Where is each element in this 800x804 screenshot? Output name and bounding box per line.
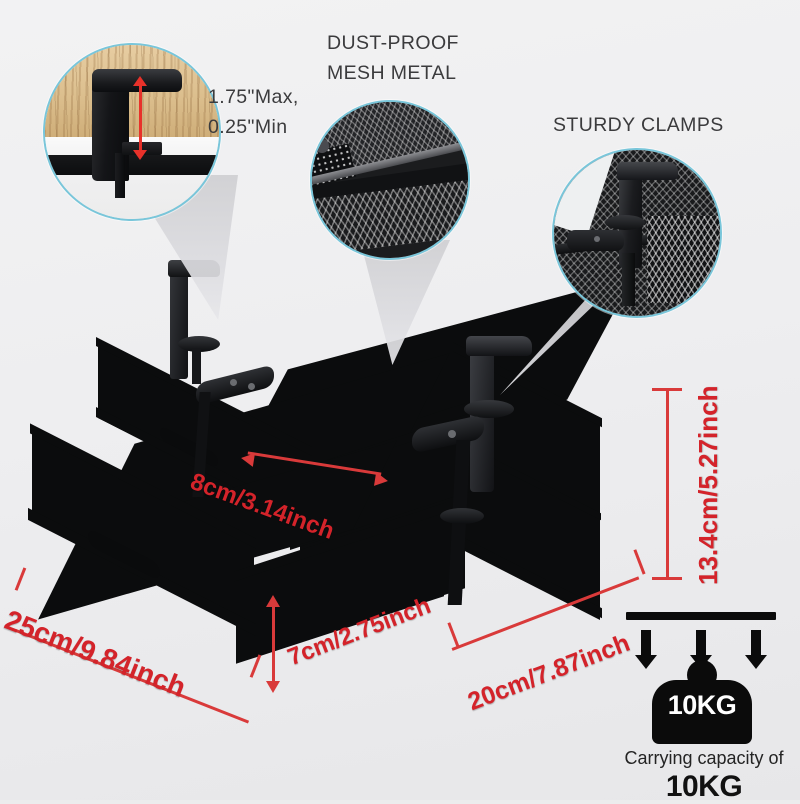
weight-body-icon <box>652 680 752 744</box>
load-arrow-icon-3 <box>751 630 761 656</box>
callout-circle-desk-thickness <box>43 43 221 221</box>
mesh-corner-fitting-icon <box>315 139 330 154</box>
callout-circle-dust-proof-mesh <box>310 100 470 260</box>
load-capacity-caption: Carrying capacity of <box>624 748 784 768</box>
clamp-screw-icon <box>114 152 126 199</box>
dimline-overall-height <box>666 389 669 579</box>
load-surface-bar-icon <box>626 612 776 620</box>
callout-circle-sturdy-clamps <box>552 148 722 318</box>
dimarrow-left-drawer-opening <box>239 451 256 467</box>
callout-label-desk-thickness: 1.75"Max, 0.25"Min <box>208 86 299 139</box>
clamp-vertical-stem-icon <box>622 252 636 307</box>
dimarrow-bottom-drawer-height <box>266 681 280 693</box>
thickness-arrow-icon <box>138 85 142 152</box>
product-left-clamp-knob <box>178 336 220 352</box>
product-right-clamp-lowerknob <box>440 508 484 524</box>
load-capacity-value: 10KG <box>665 770 743 803</box>
load-arrow-icon-2 <box>696 630 706 656</box>
load-arrow-icon-1 <box>641 630 651 656</box>
product-right-clamp-bolt <box>448 430 456 438</box>
dimarrow-top-drawer-height <box>266 595 280 607</box>
product-left-clamp-bolt-b <box>248 383 255 390</box>
weight-icon-label: 10KG <box>667 690 737 720</box>
product-left-clamp-screw <box>192 348 201 384</box>
dimtick-overall-height-bottom <box>652 577 682 580</box>
dimarrow-right-drawer-opening <box>373 472 390 488</box>
callout-label-sturdy-clamps: STURDY CLAMPS <box>553 114 724 136</box>
dimline-drawer-height <box>272 605 275 683</box>
load-capacity-badge: 10KG Carrying capacity of 10KG <box>608 596 798 803</box>
clamp-closeup-mesh-panel <box>646 216 720 303</box>
product-right-clamp-knob <box>464 400 514 418</box>
dimtick-overall-height-top <box>652 388 682 391</box>
callout-label-dust-proof-mesh: DUST-PROOF MESH METAL <box>327 32 459 85</box>
product-left-clamp-bolt-a <box>230 379 237 386</box>
clamp-tightening-knob-icon <box>605 214 646 230</box>
dimlabel-overall-height: 13.4cm/5.27inch <box>693 385 723 585</box>
product-right-clamp-hook <box>466 336 532 356</box>
clamp-hook-top-icon <box>617 161 679 180</box>
clamp-bolt-icon <box>593 236 600 243</box>
product-left-clamp-post <box>170 264 188 379</box>
shelf-edge-under-desk <box>45 154 219 176</box>
product-photo <box>0 260 700 710</box>
